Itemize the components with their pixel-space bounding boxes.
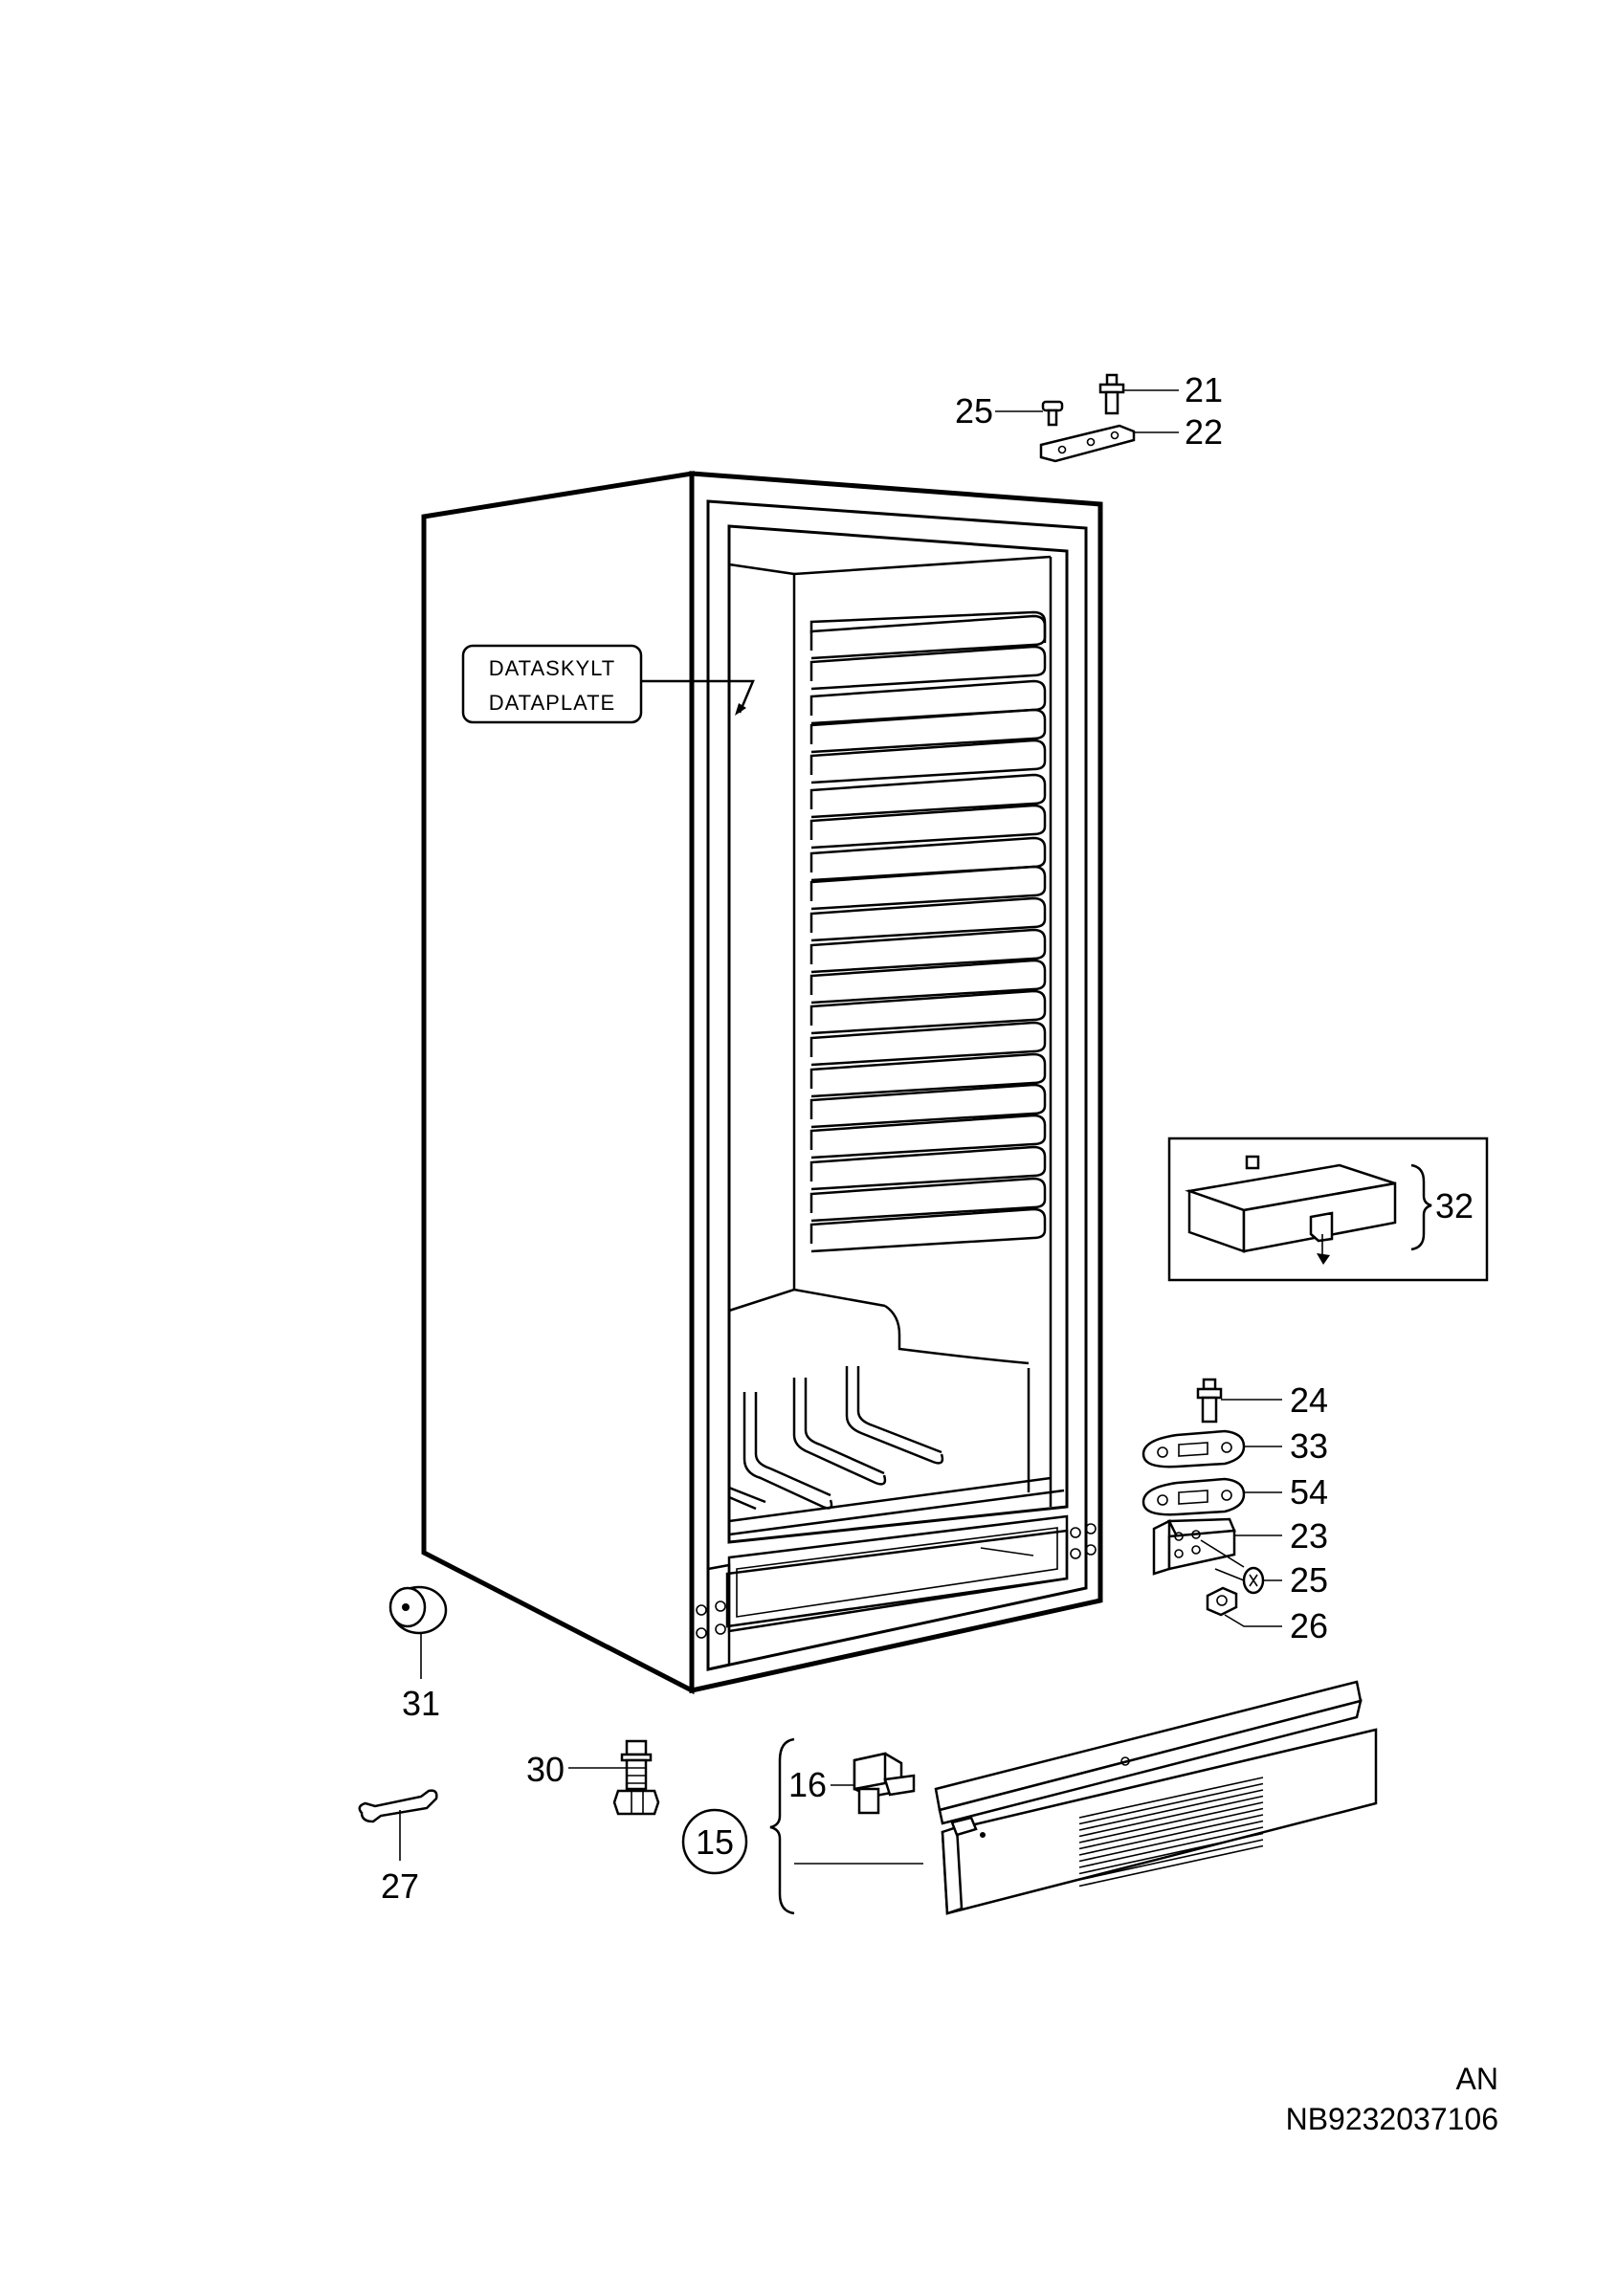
evaporator-coils bbox=[809, 610, 1047, 1253]
shelf-coil bbox=[809, 739, 1047, 784]
label-54: 54 bbox=[1290, 1472, 1328, 1512]
shelf-coil bbox=[809, 865, 1047, 911]
shelf-coil bbox=[809, 989, 1047, 1035]
label-33: 33 bbox=[1290, 1426, 1328, 1466]
label-26: 26 bbox=[1290, 1606, 1328, 1645]
nut-icon bbox=[1206, 1586, 1238, 1617]
label-27: 27 bbox=[381, 1866, 419, 1906]
shelf-coil bbox=[809, 1145, 1047, 1191]
document-code: NB9232037106 bbox=[1286, 2102, 1498, 2136]
shelf-coil bbox=[809, 614, 1047, 660]
label-22: 22 bbox=[1185, 412, 1223, 452]
hinge-block-icon bbox=[1152, 1517, 1245, 1576]
part-labels: 25 21 22 32 24 33 54 23 25 26 31 30 16 1… bbox=[381, 370, 1474, 1906]
shelf-coil bbox=[809, 896, 1047, 942]
hinge-bracket-icon bbox=[1039, 424, 1136, 463]
shelf-coil bbox=[809, 804, 1047, 850]
grille-slot bbox=[1078, 1839, 1264, 1881]
shelf-coil bbox=[809, 1114, 1047, 1159]
data-plate-box bbox=[461, 644, 643, 724]
hinge-washer-icon bbox=[1141, 1477, 1246, 1516]
label-30: 30 bbox=[526, 1750, 565, 1789]
base-grille-assembly-15 bbox=[769, 1680, 1378, 1915]
label-25-bottom: 25 bbox=[1290, 1560, 1328, 1600]
data-plate-line1: DATASKYLT bbox=[489, 656, 615, 680]
shelf-coil bbox=[809, 1052, 1047, 1098]
top-hinge-parts bbox=[995, 373, 1179, 463]
variant-code: AN bbox=[1456, 2062, 1498, 2096]
grille-slot bbox=[1078, 1801, 1264, 1843]
grille-slot bbox=[1078, 1789, 1264, 1831]
assembly-15-circle bbox=[681, 1808, 748, 1875]
shelf-coil bbox=[809, 1177, 1047, 1223]
grille-clip-icon bbox=[853, 1752, 916, 1815]
label-23: 23 bbox=[1290, 1516, 1328, 1556]
grille-slot bbox=[1078, 1820, 1264, 1863]
grille-slot bbox=[1078, 1832, 1264, 1875]
bottom-coils bbox=[728, 1366, 944, 1511]
shelf-coil bbox=[809, 1021, 1047, 1067]
component-block-icon bbox=[1185, 1155, 1397, 1265]
grille-slot bbox=[1078, 1844, 1264, 1888]
levelling-foot-30 bbox=[568, 1739, 660, 1816]
label-16: 16 bbox=[788, 1765, 827, 1804]
label-32: 32 bbox=[1435, 1186, 1474, 1225]
shelf-coil bbox=[809, 773, 1047, 819]
shelf-coil bbox=[809, 928, 1047, 974]
shelf-coil bbox=[809, 1083, 1047, 1129]
footer: AN NB9232037106 bbox=[1286, 2062, 1498, 2136]
label-31: 31 bbox=[402, 1684, 440, 1723]
inset-box-32 bbox=[1167, 1137, 1489, 1282]
label-21: 21 bbox=[1185, 370, 1223, 409]
grille-slot bbox=[1078, 1814, 1264, 1856]
wrench-icon bbox=[358, 1789, 438, 1861]
grille-slot bbox=[1078, 1777, 1264, 1819]
adjustable-foot-31 bbox=[388, 1585, 448, 1679]
grille-slots bbox=[1078, 1777, 1264, 1888]
label-25-top: 25 bbox=[955, 391, 993, 430]
label-15: 15 bbox=[696, 1822, 734, 1862]
grille-slot bbox=[1078, 1826, 1264, 1868]
frame-holes bbox=[696, 1523, 1097, 1639]
grille-slot bbox=[1078, 1795, 1264, 1838]
screw-icon bbox=[1041, 400, 1064, 427]
hinge-pin-icon bbox=[1196, 1378, 1223, 1424]
shelf-coil bbox=[809, 959, 1047, 1004]
label-24: 24 bbox=[1290, 1380, 1328, 1420]
lower-hinge-parts bbox=[1141, 1378, 1282, 1627]
grille-slot bbox=[1078, 1807, 1264, 1850]
shelf-coil bbox=[809, 708, 1047, 754]
shelf-coil-top bbox=[809, 610, 1047, 643]
shelf-coil bbox=[809, 1207, 1047, 1253]
data-plate-line2: DATAPLATE bbox=[489, 691, 615, 715]
grille-slot bbox=[1078, 1782, 1264, 1825]
data-plate-callout: DATASKYLT DATAPLATE bbox=[461, 644, 755, 724]
cabinet-body bbox=[421, 471, 1103, 1695]
hinge-plate-icon bbox=[1141, 1429, 1246, 1468]
shelf-coil bbox=[809, 645, 1047, 691]
hinge-pin-icon bbox=[1098, 373, 1125, 415]
